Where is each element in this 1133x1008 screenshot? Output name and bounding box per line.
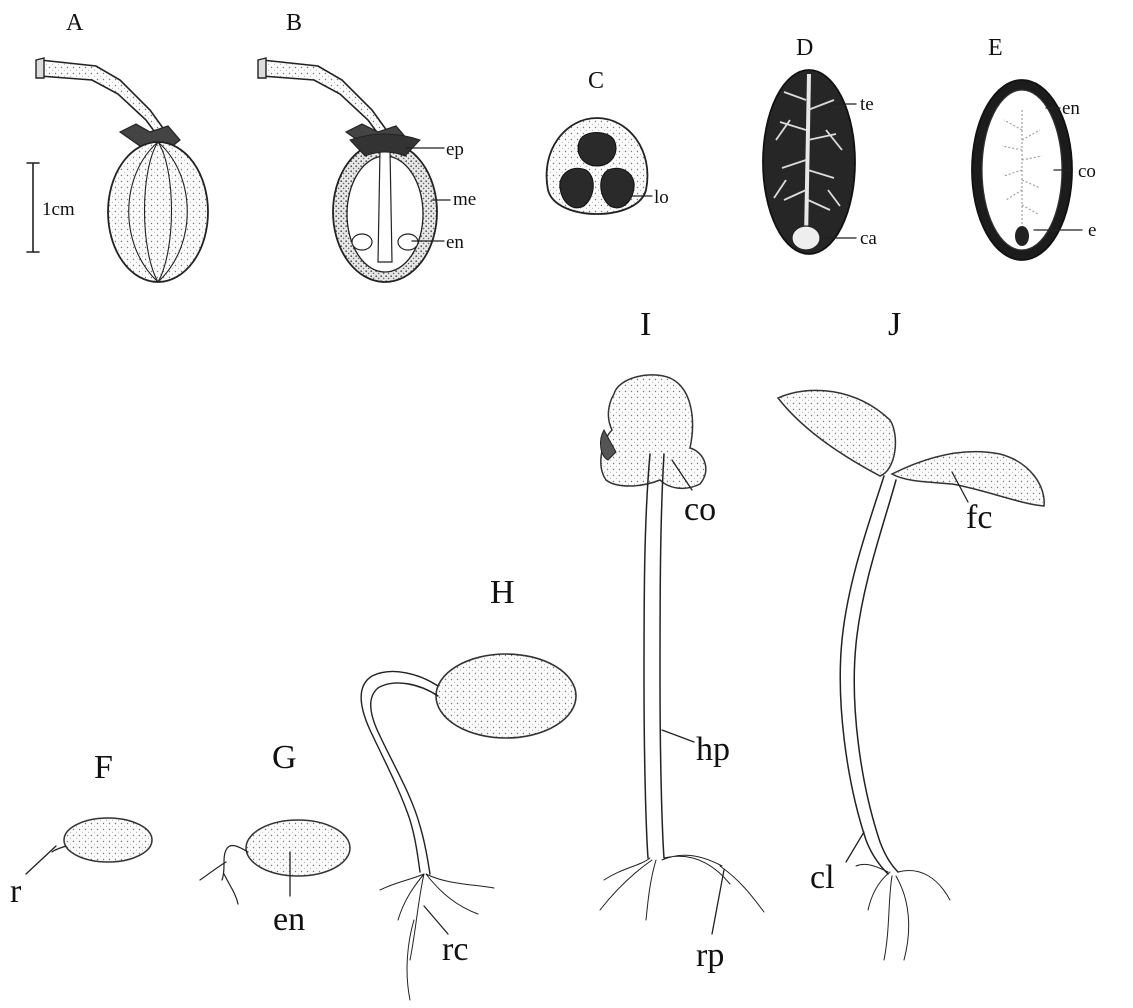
label-i-rp: rp <box>696 937 724 974</box>
seedling-drawing-g: en <box>200 820 350 938</box>
seed-drawing-d: te ca <box>763 70 877 254</box>
panel-label-c: C <box>588 68 604 94</box>
panel-label-d: D <box>796 35 813 61</box>
label-i-co: co <box>684 491 716 528</box>
label-f-r: r <box>10 873 22 910</box>
panel-label-h: H <box>490 574 515 611</box>
panel-label-e: E <box>988 35 1003 61</box>
fruit-drawing-a <box>36 58 208 282</box>
panel-label-g: G <box>272 739 297 776</box>
label-c-lo: lo <box>654 187 669 208</box>
label-e-en: en <box>1062 98 1080 119</box>
panel-label-j: J <box>888 306 901 343</box>
scale-bar-label: 1cm <box>42 199 75 220</box>
label-b-en: en <box>446 232 464 253</box>
seedling-drawing-h: rc <box>361 654 576 1000</box>
seedling-drawing-f: r <box>10 818 152 910</box>
label-h-rc: rc <box>442 931 468 968</box>
label-d-ca: ca <box>860 228 877 249</box>
label-e-e: e <box>1088 220 1096 241</box>
label-b-me: me <box>453 189 476 210</box>
label-i-hp: hp <box>696 731 730 768</box>
panel-label-a: A <box>66 10 84 36</box>
panel-label-f: F <box>94 749 113 786</box>
seedling-drawing-j: fc cl <box>778 390 1044 960</box>
label-j-cl: cl <box>810 859 835 896</box>
label-j-fc: fc <box>966 499 992 536</box>
label-b-ep: ep <box>446 139 464 160</box>
label-g-en: en <box>273 901 305 938</box>
panel-label-b: B <box>286 10 302 36</box>
panel-label-i: I <box>640 306 651 343</box>
fruit-section-drawing-b: ep me en <box>258 58 476 282</box>
seedling-drawing-i: co hp rp <box>600 375 764 974</box>
label-d-te: te <box>860 94 874 115</box>
label-e-co: co <box>1078 161 1096 182</box>
cross-section-drawing-c: lo <box>547 118 669 214</box>
seed-section-drawing-e: en co e <box>972 80 1096 260</box>
scale-bar: 1cm <box>27 163 75 252</box>
